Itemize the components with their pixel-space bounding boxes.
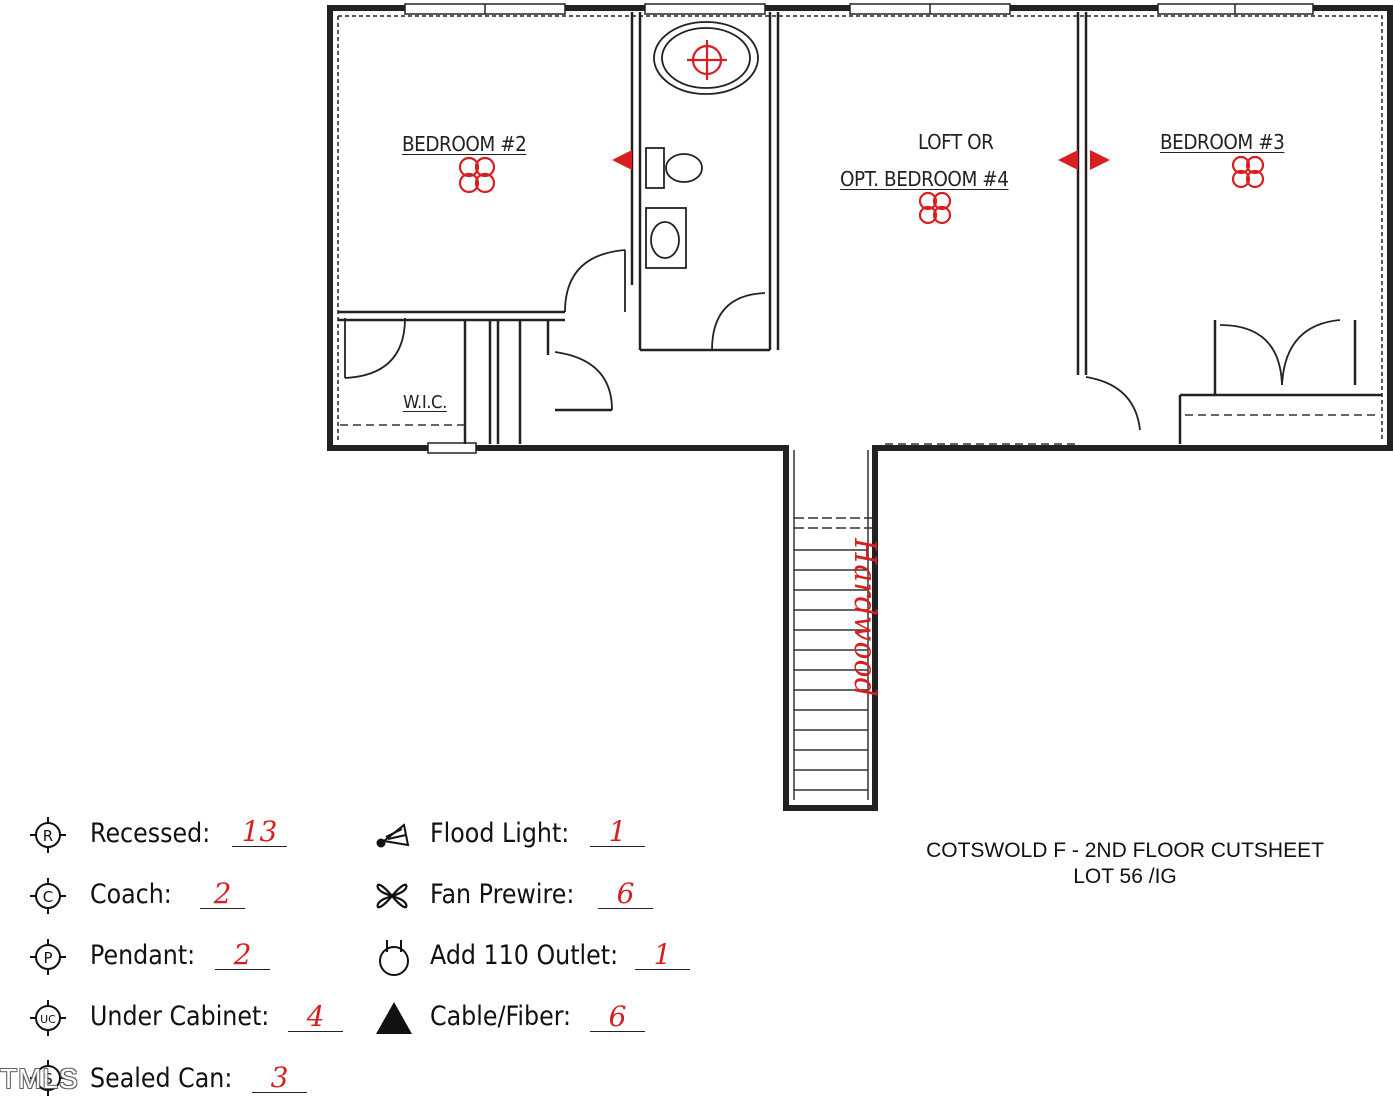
legend-fan-prewire: Fan Prewire: — [430, 874, 594, 914]
legend-count: 13 — [232, 818, 287, 847]
legend-count: 6 — [598, 880, 653, 909]
legend-add-110-outlet: Add 110 Outlet: — [430, 935, 644, 975]
pendant-light-icon: P — [28, 937, 68, 982]
legend-count-value: 6 — [616, 877, 635, 910]
outlet-icon — [374, 936, 414, 983]
legend-count-value: 2 — [233, 938, 252, 971]
fan-prewire-loft — [918, 191, 952, 225]
legend-label: Sealed Can: — [90, 1062, 233, 1094]
legend-count-value: 3 — [270, 1061, 289, 1094]
sealed-can-marker — [687, 40, 727, 80]
legend-count: 4 — [288, 1003, 343, 1032]
legend-count-value: 6 — [608, 1000, 627, 1033]
fan-prewire-icon — [372, 876, 412, 921]
fan-prewire-bedroom2 — [458, 156, 496, 194]
legend-label: Recessed: — [90, 817, 211, 849]
cable-fiber-icon — [374, 998, 414, 1043]
legend-label: Under Cabinet: — [90, 1000, 270, 1032]
legend-count-value: 2 — [213, 877, 232, 910]
fan-prewire-bedroom3 — [1231, 155, 1265, 189]
legend-count-value: 1 — [608, 815, 627, 848]
cutsheet-title: COTSWOLD F - 2ND FLOOR CUTSHEET — [926, 839, 1324, 862]
legend-count-value: 13 — [241, 815, 278, 848]
legend-label: Cable/Fiber: — [430, 1000, 572, 1032]
room-label-opt-bedroom-4: OPT. BEDROOM #4 — [840, 167, 1009, 191]
mls-watermark: TMLS — [0, 1063, 79, 1094]
legend-cable-fiber: Cable/Fiber: — [430, 996, 590, 1036]
cable-fiber-markers — [612, 150, 1110, 170]
legend-label: Flood Light: — [430, 817, 570, 849]
lot-number: LOT 56 /IG — [1073, 865, 1177, 888]
legend-label: Coach: — [90, 878, 172, 910]
door-swings — [344, 249, 1341, 431]
coach-light-icon: C — [28, 876, 68, 921]
legend-pendant: Pendant: — [90, 935, 210, 975]
sealed-can-light-icon: S — [28, 1058, 68, 1103]
closet-shelves — [340, 414, 1380, 445]
legend-count: 6 — [590, 1003, 645, 1032]
stair-hardwood-note: Hardwood — [846, 538, 882, 697]
legend-label: Pendant: — [90, 939, 196, 971]
legend-coach: Coach: — [90, 874, 183, 914]
recessed-light-icon: R — [28, 815, 68, 860]
legend-symbol: P — [43, 949, 52, 967]
legend-under-cabinet: Under Cabinet: — [90, 996, 294, 1036]
interior-walls — [338, 12, 1382, 444]
under-cabinet-light-icon: UC — [28, 998, 68, 1043]
bath-fixtures — [645, 21, 759, 269]
legend-count-value: 4 — [306, 1000, 325, 1033]
legend-count: 2 — [200, 880, 245, 909]
legend-label: Add 110 Outlet: — [430, 939, 619, 971]
windows — [404, 3, 1314, 454]
room-label-bedroom-3: BEDROOM #3 — [1160, 130, 1285, 154]
legend-count: 1 — [590, 818, 645, 847]
legend-recessed: Recessed: — [90, 813, 227, 853]
staircase — [793, 450, 875, 800]
markup-fixtures — [458, 40, 1265, 225]
legend-symbol: C — [43, 888, 53, 906]
legend-label: Fan Prewire: — [430, 878, 575, 910]
room-label-wic: W.I.C. — [403, 392, 447, 413]
legend-symbol: S — [43, 1070, 53, 1088]
exterior-walls — [327, 5, 1393, 811]
legend-count-value: 1 — [653, 938, 672, 971]
legend-count: 1 — [635, 941, 690, 970]
legend-symbol: UC — [40, 1013, 56, 1026]
room-label-loft: LOFT OR — [918, 130, 994, 154]
room-label-bedroom-2: BEDROOM #2 — [402, 132, 527, 156]
cutsheet-title-block: COTSWOLD F - 2ND FLOOR CUTSHEET LOT 56 /… — [905, 838, 1345, 890]
legend-symbol: R — [43, 827, 53, 845]
flood-light-icon — [372, 815, 412, 860]
legend-flood-light: Flood Light: — [430, 813, 588, 853]
legend-count: 2 — [215, 941, 270, 970]
legend-sealed-can: Sealed Can: — [90, 1058, 252, 1098]
legend-count: 3 — [252, 1064, 307, 1093]
